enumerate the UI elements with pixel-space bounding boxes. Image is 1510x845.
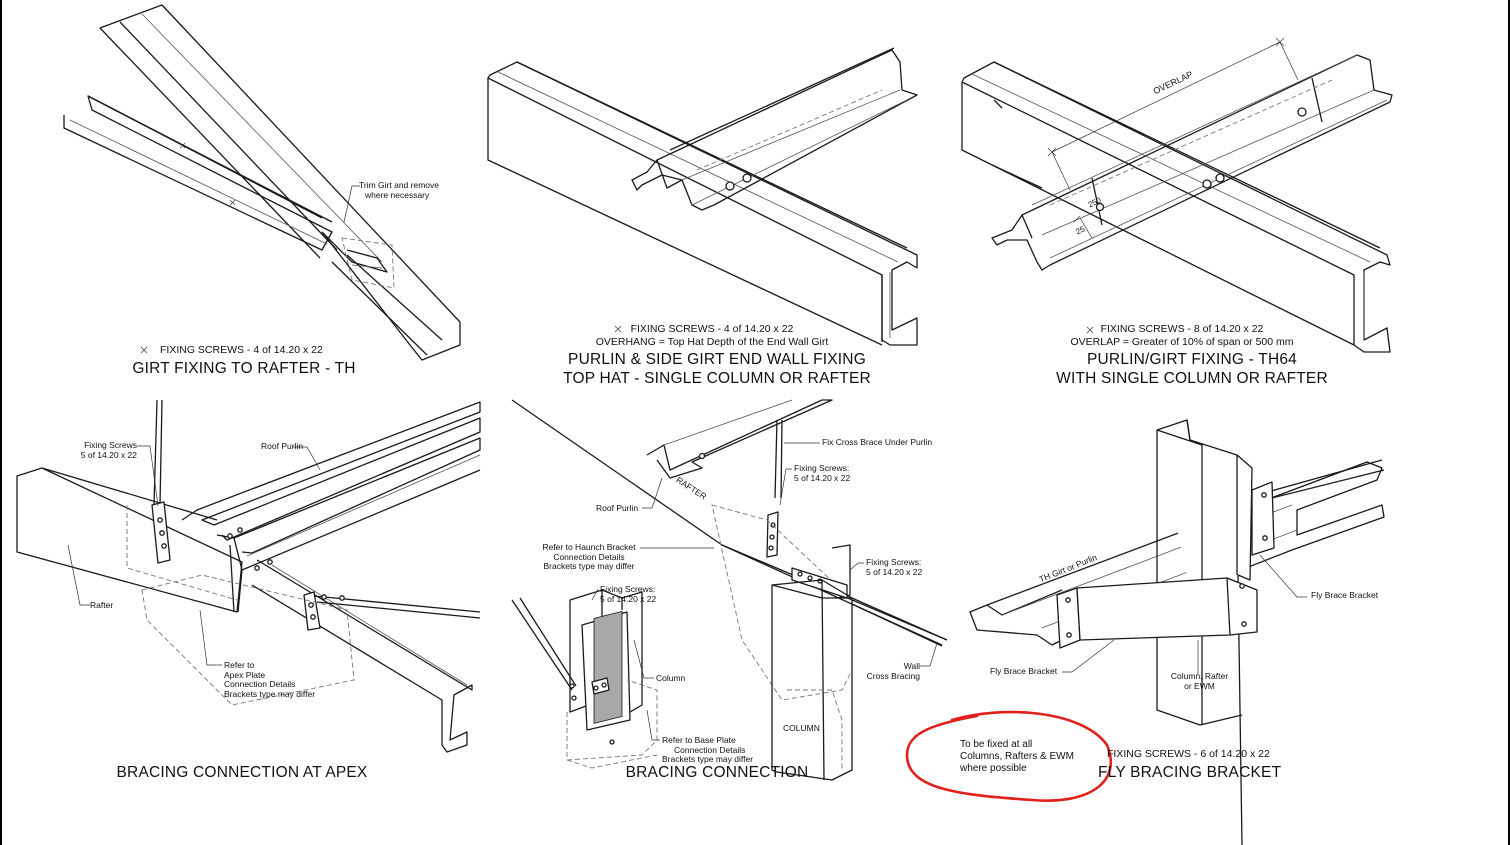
girt-rafter-note: FIXING SCREWS - 4 of 14.20 x 22: [160, 344, 323, 356]
column-top-fixing-screws-label: Fixing Screws:5 of 14.20 x 22: [866, 557, 923, 577]
th64-note-1: FIXING SCREWS - 8 of 14.20 x 22: [1100, 323, 1264, 335]
purlin-fixing-screws-label: Fixing Screws:5 of 14.20 x 22: [794, 463, 851, 483]
apex-title: BRACING CONNECTION AT APEX: [116, 764, 368, 781]
th64-title-2: WITH SINGLE COLUMN OR RAFTER: [1056, 370, 1328, 387]
girt-rafter-drawing: [63, 4, 461, 361]
apex-roof-purlin-label: Roof Purlin: [261, 441, 304, 451]
bracing-drawing: [511, 399, 948, 781]
purlin-endwall-note-1: FIXING SCREWS - 4 of 14.20 x 22: [630, 323, 794, 335]
fly-brace-bracket-right-label: Fly Brace Bracket: [1311, 590, 1379, 600]
flybrace-drawing: [969, 419, 1385, 845]
base-column-label: Column: [656, 673, 686, 683]
th64-drawing: [961, 37, 1393, 353]
bracing-roof-purlin-label: Roof Purlin: [596, 503, 639, 513]
fix-cross-brace-label: Fix Cross Brace Under Purlin: [822, 437, 933, 447]
purlin-endwall-note-2: OVERHANG = Top Hat Depth of the End Wall…: [595, 336, 829, 348]
fly-brace-title: FLY BRACING BRACKET: [1098, 764, 1282, 781]
purlin-endwall-drawing: [487, 47, 918, 346]
base-fixing-screws-label: Fixing Screws:5 of 14.20 x 22: [600, 584, 657, 604]
red-annotation-ellipse: [905, 710, 1113, 802]
apex-rafter-label: Rafter: [90, 600, 114, 610]
purlin-endwall-title-1: PURLIN & SIDE GIRT END WALL FIXING: [568, 351, 866, 368]
fly-brace-bracket-left-label: Fly Brace Bracket: [990, 666, 1058, 676]
apex-drawing: [16, 399, 481, 753]
girt-rafter-title: GIRT FIXING TO RAFTER - TH: [132, 360, 356, 377]
th64-note-2: OVERLAP = Greater of 10% of span or 500 …: [1070, 336, 1294, 348]
fly-brace-note: FIXING SCREWS - 6 of 14.20 x 22: [1107, 748, 1270, 760]
bracing-title: BRACING CONNECTION: [625, 764, 809, 781]
purlin-endwall-title-2: TOP HAT - SINGLE COLUMN OR RAFTER: [563, 370, 871, 387]
column-label: COLUMN: [783, 723, 820, 733]
th64-title-1: PURLIN/GIRT FIXING - TH64: [1087, 351, 1297, 368]
